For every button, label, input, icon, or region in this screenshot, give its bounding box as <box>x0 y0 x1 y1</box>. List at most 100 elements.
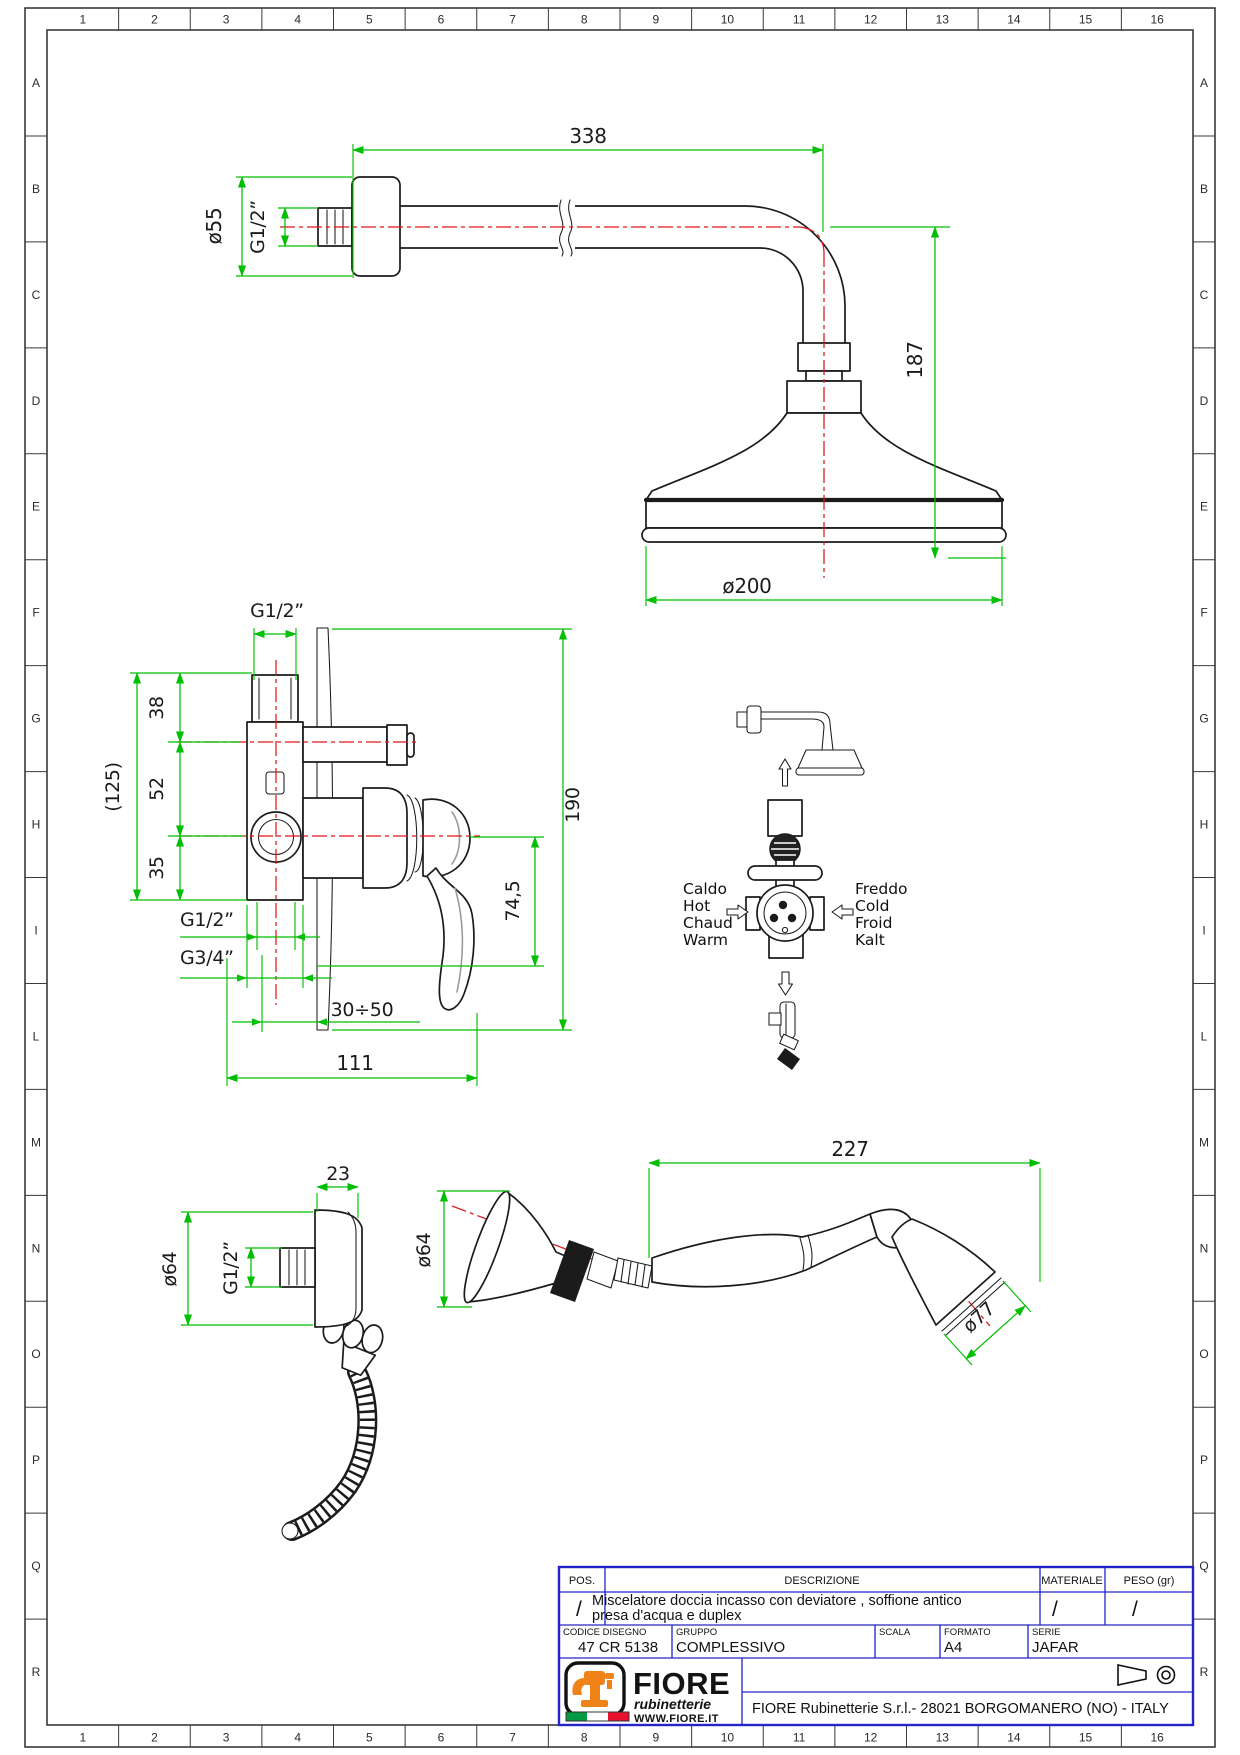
grid-row-D: D <box>1200 394 1209 408</box>
mixer-pictogram <box>745 799 825 959</box>
logo-brand: FIORE <box>633 1666 730 1701</box>
arrow-up-icon <box>778 758 792 787</box>
grid-col-6: 6 <box>438 13 445 27</box>
dim-hand-cone: ø64 <box>413 1232 435 1267</box>
sheet-frame <box>24 7 1216 1748</box>
grid-row-E: E <box>32 500 40 514</box>
logo-sub: rubinetterie <box>634 1696 711 1712</box>
dim-mixer-plate: 190 <box>562 787 584 822</box>
arrow-hot-icon <box>726 904 749 920</box>
logo-url: WWW.FIORE.IT <box>634 1713 719 1725</box>
grid-col-8: 8 <box>581 1731 588 1745</box>
company-address: FIORE Rubinetterie S.r.l.- 28021 BORGOMA… <box>752 1701 1169 1717</box>
grid-row-N: N <box>32 1241 41 1255</box>
grid-col-2: 2 <box>151 1731 158 1745</box>
grid-row-R: R <box>1200 1665 1209 1679</box>
grid-col-7: 7 <box>509 13 516 27</box>
grid-col-11: 11 <box>793 13 806 27</box>
hose-outlet-icon <box>768 1001 800 1070</box>
dim-mixer-35: 35 <box>146 856 168 880</box>
grid-row-O: O <box>31 1347 40 1361</box>
grid-col-10: 10 <box>721 1731 735 1745</box>
fiore-logo: FIORE rubinetterie WWW.FIORE.IT <box>564 1661 730 1725</box>
arrow-cold-icon <box>831 904 854 920</box>
italian-flag-icon <box>565 1711 630 1722</box>
grid-row-D: D <box>32 394 41 408</box>
dim-mixer-handle: 74,5 <box>502 880 524 921</box>
value-materiale: / <box>1052 1598 1058 1621</box>
grid-col-8: 8 <box>581 13 588 27</box>
grid-row-Q: Q <box>31 1559 40 1573</box>
grid-col-14: 14 <box>1007 1731 1021 1745</box>
grid-col-1: 1 <box>79 13 86 27</box>
dim-mixer-thread-low: G3/4” <box>180 947 234 969</box>
value-peso: / <box>1132 1598 1138 1621</box>
label-freddo: Freddo <box>855 880 908 898</box>
grid-col-16: 16 <box>1151 13 1165 27</box>
label-hot: Hot <box>683 897 710 915</box>
grid-col-6: 6 <box>438 1731 445 1745</box>
shower-arm-head-drawing: 338 ø55 G1/2” 187 ø200 <box>202 124 1007 606</box>
description-line2: presa d'acqua e duplex <box>592 1608 742 1624</box>
grid-col-11: 11 <box>793 1731 806 1745</box>
mini-shower-icon <box>736 705 865 776</box>
label-gruppo: GRUPPO <box>676 1627 717 1638</box>
grid-col-4: 4 <box>294 13 301 27</box>
dim-arm-length: 338 <box>569 124 606 148</box>
grid-col-12: 12 <box>864 1731 878 1745</box>
grid-row-Q: Q <box>1199 1559 1208 1573</box>
label-codice-disegno: CODICE DISEGNO <box>563 1627 646 1638</box>
grid-col-5: 5 <box>366 13 373 27</box>
grid-row-M: M <box>1199 1135 1209 1149</box>
projection-symbol-icon <box>1117 1664 1176 1686</box>
grid-col-12: 12 <box>864 13 878 27</box>
grid-row-C: C <box>32 288 41 302</box>
grid-row-A: A <box>1200 76 1208 90</box>
dim-mixer-thread-mid: G1/2” <box>180 909 234 931</box>
dim-outlet-thread: G1/2” <box>220 1241 242 1295</box>
wall-outlet-drawing: 23 G1/2” ø64 <box>159 1163 384 1541</box>
grid-row-L: L <box>33 1029 40 1043</box>
dim-arm-thread: G1/2” <box>247 200 269 254</box>
grid-row-B: B <box>32 182 40 196</box>
faucet-icon <box>572 1671 614 1707</box>
grid-row-C: C <box>1200 288 1209 302</box>
dim-mixer-total: (125) <box>102 762 124 812</box>
label-froid: Froid <box>855 914 892 932</box>
grid-row-P: P <box>1200 1453 1208 1467</box>
header-pos: POS. <box>569 1575 595 1587</box>
grid-row-I: I <box>34 923 37 937</box>
header-materiale: MATERIALE <box>1041 1575 1103 1587</box>
grid-col-15: 15 <box>1079 13 1093 27</box>
dim-hand-length: 227 <box>831 1137 868 1161</box>
value-gruppo: COMPLESSIVO <box>676 1639 785 1656</box>
grid-col-1: 1 <box>79 1731 86 1745</box>
grid-row-H: H <box>32 818 41 832</box>
grid-col-3: 3 <box>223 1731 230 1745</box>
label-scala: SCALA <box>879 1627 911 1638</box>
header-descrizione: DESCRIZIONE <box>784 1575 859 1587</box>
hand-shower-drawing: 227 ø64 ø77 <box>413 1137 1041 1366</box>
cold-labels: Freddo Cold Froid Kalt <box>855 880 908 949</box>
dim-mixer-38: 38 <box>146 696 168 720</box>
header-peso: PESO (gr) <box>1124 1575 1175 1587</box>
label-cold: Cold <box>855 897 889 915</box>
dim-mixer-depth: 30÷50 <box>331 999 394 1021</box>
grid-col-4: 4 <box>294 1731 301 1745</box>
grid-col-9: 9 <box>652 1731 659 1745</box>
label-formato: FORMATO <box>944 1627 991 1638</box>
grid-row-P: P <box>32 1453 40 1467</box>
grid-row-G: G <box>1199 712 1208 726</box>
arrow-down-icon <box>777 971 794 996</box>
description-line1: Miscelatore doccia incasso con deviatore… <box>592 1593 962 1609</box>
grid-row-N: N <box>1200 1241 1209 1255</box>
label-warm: Warm <box>683 931 728 949</box>
grid-row-O: O <box>1199 1347 1208 1361</box>
dim-arm-flange: ø55 <box>202 208 226 245</box>
